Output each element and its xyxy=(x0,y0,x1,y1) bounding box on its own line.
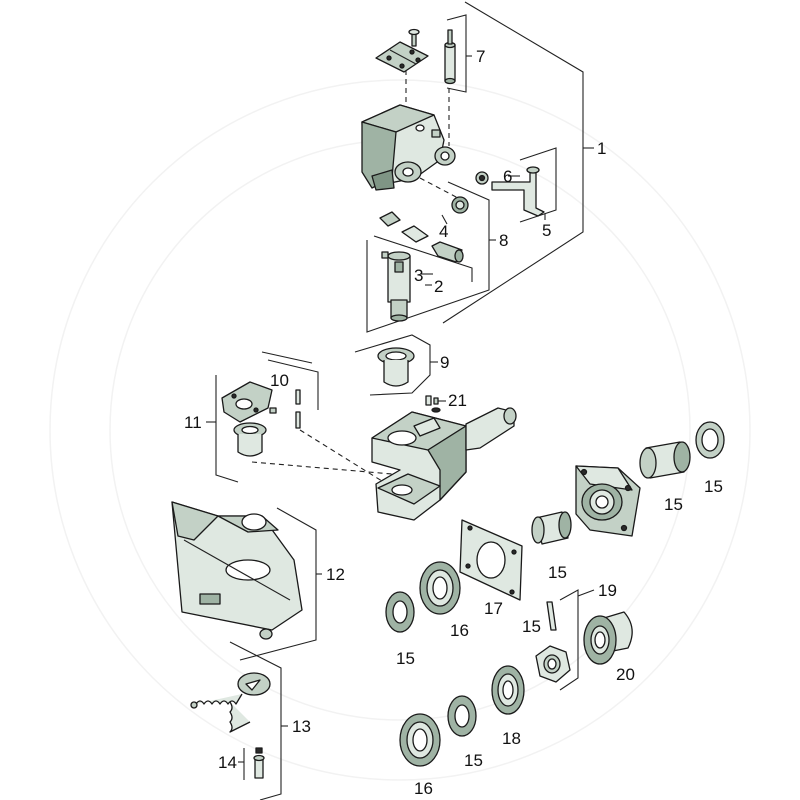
bracket-lines xyxy=(206,1,595,800)
part-15-split-pin xyxy=(546,601,557,631)
callout-5: 5 xyxy=(542,221,551,240)
callout-16a: 16 xyxy=(450,621,469,640)
callout-15e: 15 xyxy=(396,649,415,668)
callout-7: 7 xyxy=(476,47,485,66)
callout-labels: 1 2 3 4 5 6 7 8 9 10 11 12 13 14 15 15 1… xyxy=(184,47,723,798)
callout-18: 18 xyxy=(502,729,521,748)
callout-2: 2 xyxy=(434,277,443,296)
part-19-nut xyxy=(535,645,571,683)
callout-16b: 16 xyxy=(414,779,433,798)
part-15-seal-2 xyxy=(385,591,415,633)
part-knuckle-body xyxy=(371,407,517,521)
part-17-mounting-plate xyxy=(459,519,523,601)
part-6-bent-rod xyxy=(491,166,545,217)
part-6-washer xyxy=(475,171,489,185)
part-16-seal-2 xyxy=(399,713,441,767)
part-15-seal-3 xyxy=(447,695,477,737)
part-15-sleeve-2 xyxy=(531,511,572,545)
callout-17: 17 xyxy=(484,599,503,618)
callout-3: 3 xyxy=(414,266,423,285)
callout-14: 14 xyxy=(218,753,237,772)
callout-15b: 15 xyxy=(664,495,683,514)
part-7-cover-plate xyxy=(375,28,429,73)
part-8-pins xyxy=(379,211,464,263)
part-15-seal-1 xyxy=(695,421,725,459)
part-13-spring-lever xyxy=(190,672,271,733)
part-11-bushing xyxy=(233,422,267,457)
callout-6: 6 xyxy=(503,167,512,186)
part-14-bolt xyxy=(253,747,265,779)
part-7-pin xyxy=(444,29,456,85)
part-12-dust-cover xyxy=(171,501,303,640)
callout-8: 8 xyxy=(499,231,508,250)
part-16-seal-1 xyxy=(419,561,461,615)
callout-15f: 15 xyxy=(464,751,483,770)
callout-15c: 15 xyxy=(548,563,567,582)
part-3-king-pin xyxy=(381,251,411,322)
callout-19: 19 xyxy=(598,581,617,600)
part-1-head-housing xyxy=(361,104,456,191)
callout-9: 9 xyxy=(440,353,449,372)
part-9-flanged-bushing xyxy=(377,347,415,387)
part-10-pins xyxy=(295,389,301,429)
part-flange-housing xyxy=(575,465,641,537)
callout-4: 4 xyxy=(439,222,448,241)
part-20-flanged-bush xyxy=(583,611,633,665)
part-18-bearing xyxy=(491,665,525,715)
callout-12: 12 xyxy=(326,565,345,584)
callout-13: 13 xyxy=(292,717,311,736)
callout-15a: 15 xyxy=(704,477,723,496)
callout-21: 21 xyxy=(448,391,467,410)
part-4-bushing xyxy=(451,196,469,214)
callout-11: 11 xyxy=(184,413,202,432)
callout-1: 1 xyxy=(597,139,606,158)
callout-20: 20 xyxy=(616,665,635,684)
callout-15d: 15 xyxy=(522,617,541,636)
part-15-sleeve-1 xyxy=(639,441,691,479)
callout-10: 10 xyxy=(270,371,289,390)
part-21-grease-nipple xyxy=(425,395,441,413)
part-11-eccentric-plate xyxy=(221,381,277,423)
